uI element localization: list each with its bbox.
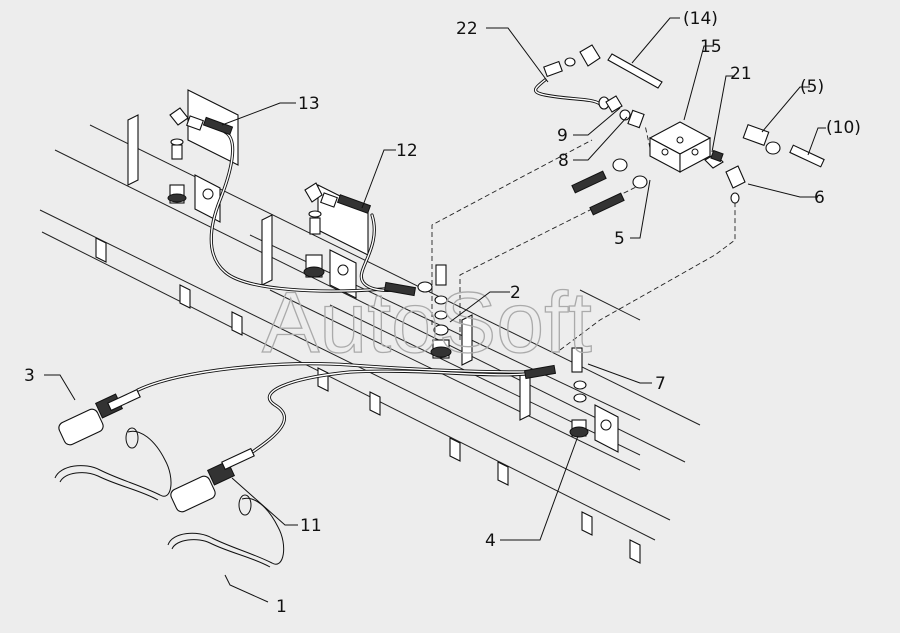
adapter-5-right (742, 123, 781, 155)
callout-6: 6 (814, 188, 825, 208)
callout-2: 2 (510, 283, 521, 303)
bracket (449, 437, 461, 462)
callout-4: 4 (485, 531, 496, 551)
fitting-12 (303, 182, 372, 278)
dust-cap (167, 494, 285, 568)
callout-12: 12 (396, 141, 418, 161)
bracket (231, 311, 243, 336)
callout-21: 21 (730, 64, 752, 84)
dust-cap (54, 427, 172, 501)
plug-10 (789, 144, 825, 168)
callout-5-paren: (5) (800, 77, 824, 97)
bracket (179, 284, 191, 309)
leader-lines (44, 17, 826, 603)
fitting-6 (725, 165, 746, 204)
callout-22: 22 (456, 19, 478, 39)
callout-8: 8 (558, 151, 569, 171)
callout-7: 7 (655, 374, 666, 394)
bracket (629, 539, 641, 564)
adapters-5 (571, 158, 648, 216)
hoses (136, 78, 602, 457)
callout-9: 9 (557, 126, 568, 146)
bracket (317, 367, 329, 392)
bracket (497, 461, 509, 486)
beam-brackets (95, 237, 641, 564)
fitting-2 (383, 264, 452, 359)
bracket (581, 511, 593, 536)
phantom-routes (431, 124, 736, 351)
callout-labels: 1 2 3 4 5 (5) 6 7 8 9 (10) 11 12 13 (14)… (24, 9, 861, 617)
callout-13: 13 (298, 94, 320, 114)
fitting-22 (543, 44, 610, 110)
callout-15: 15 (700, 37, 722, 57)
callout-10-paren: (10) (826, 118, 861, 138)
fitting-13 (167, 107, 234, 204)
quick-coupler-3 (58, 388, 141, 446)
bracket (369, 391, 381, 416)
fitting-21 (704, 149, 724, 169)
mounting-plate (461, 314, 619, 453)
callout-3: 3 (24, 366, 35, 386)
bracket (95, 237, 107, 263)
callout-1: 1 (276, 597, 287, 617)
callout-14-paren: (14) (683, 9, 718, 29)
watermark: AutoSoft (262, 275, 592, 371)
fitting-9-8 (605, 95, 645, 129)
callout-11: 11 (300, 516, 322, 536)
callout-5: 5 (614, 229, 625, 249)
tube-14 (607, 53, 663, 89)
quick-coupler-11 (170, 447, 255, 513)
fitting-4 (569, 419, 589, 438)
fitting-7 (523, 347, 587, 403)
valve-block-15 (648, 121, 712, 173)
